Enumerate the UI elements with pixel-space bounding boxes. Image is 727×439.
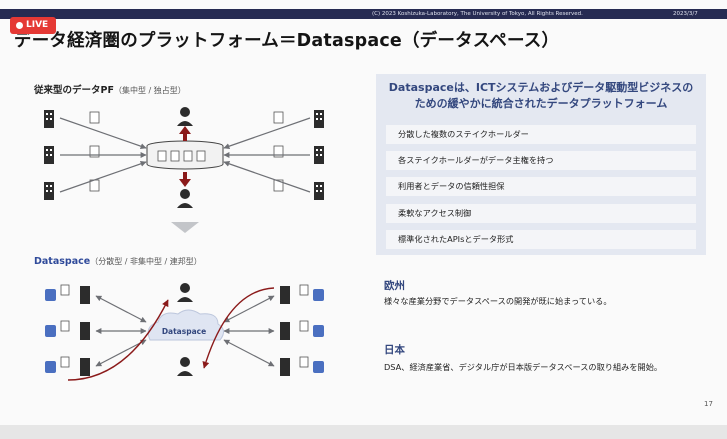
database-icon <box>45 289 56 301</box>
panel-item: 分散した複数のステイクホールダー <box>386 125 696 144</box>
panel-title-line-2: ための緩やかに統合されたデータプラットフォーム <box>414 97 668 110</box>
building-icon <box>280 322 290 340</box>
dataspace-diagram: Dataspace <box>45 283 324 381</box>
person-icon <box>177 107 193 126</box>
document-icon <box>299 284 309 296</box>
dataspace-cloud-label: Dataspace <box>162 327 206 336</box>
database-icon <box>313 289 324 301</box>
dataspace-definition-panel: Dataspaceは、ICTシステムおよびデータ駆動型ビジネスの ための緩やかに… <box>376 74 706 255</box>
document-icon <box>273 111 284 124</box>
traditional-pf-label-main: 従来型のデータPF <box>34 85 114 96</box>
live-label: LIVE <box>26 20 49 30</box>
document-icon <box>273 145 284 158</box>
database-icon <box>45 361 56 373</box>
panel-title-line-1: Dataspaceは、ICTシステムおよびデータ駆動型ビジネスの <box>388 81 694 94</box>
panel-title: Dataspaceは、ICTシステムおよびデータ駆動型ビジネスの ための緩やかに… <box>376 80 706 112</box>
document-icon <box>60 356 70 368</box>
slide-header-bar: (C) 2023 Koshizuka-Laboratory, The Unive… <box>0 9 727 19</box>
slide-date: 2023/3/7 <box>673 11 698 17</box>
document-icon <box>60 320 70 332</box>
document-icon <box>60 284 70 296</box>
panel-item: 標準化されたAPIsとデータ形式 <box>386 230 696 249</box>
centralized-platform-diagram <box>44 107 324 208</box>
traditional-pf-label-sub: （集中型 / 独占型） <box>113 86 186 95</box>
slide-title: データ経済圏のプラットフォーム＝Dataspace（データスペース） <box>14 31 560 51</box>
database-icon <box>313 361 324 373</box>
building-icon <box>44 146 54 164</box>
dataspace-label: Dataspace（分散型 / 非集中型 / 連邦型） <box>34 256 202 267</box>
person-icon <box>177 189 193 208</box>
dataspace-label-main: Dataspace <box>34 256 91 267</box>
copyright-text: (C) 2023 Koshizuka-Laboratory, The Unive… <box>372 11 583 17</box>
document-icon <box>299 356 309 368</box>
live-badge[interactable]: LIVE <box>10 17 56 34</box>
page-number: 17 <box>704 400 713 408</box>
panel-item: 柔軟なアクセス制御 <box>386 204 696 223</box>
building-icon <box>314 146 324 164</box>
building-icon <box>314 182 324 200</box>
document-icon <box>273 179 284 192</box>
europe-text: 様々な産業分野でデータスペースの開発が既に始まっている。 <box>384 296 612 306</box>
building-icon <box>280 358 290 376</box>
building-icon <box>314 110 324 128</box>
database-icon <box>45 325 56 337</box>
central-database-icon <box>146 140 224 170</box>
traditional-pf-label: 従来型のデータPF（集中型 / 独占型） <box>34 82 186 96</box>
japan-heading: 日本 <box>384 344 405 356</box>
building-icon <box>44 110 54 128</box>
document-icon <box>89 145 100 158</box>
japan-text: DSA、経済産業省、デジタル庁が日本版データスペースの取り組みを開始。 <box>384 362 663 372</box>
building-icon <box>80 286 90 304</box>
panel-item: 各ステイクホールダーがデータ主権を持つ <box>386 151 696 170</box>
building-icon <box>80 322 90 340</box>
document-icon <box>89 111 100 124</box>
live-dot-icon <box>16 22 23 29</box>
document-icon <box>299 320 309 332</box>
person-icon <box>177 357 193 376</box>
panel-item: 利用者とデータの信頼性担保 <box>386 177 696 196</box>
slide: (C) 2023 Koshizuka-Laboratory, The Unive… <box>0 0 727 425</box>
europe-heading: 欧州 <box>384 280 405 292</box>
database-icon <box>313 325 324 337</box>
building-icon <box>80 358 90 376</box>
transition-arrow-icon <box>171 222 199 233</box>
building-icon <box>44 182 54 200</box>
dataspace-label-sub: （分散型 / 非集中型 / 連邦型） <box>90 257 202 266</box>
building-icon <box>280 286 290 304</box>
person-icon <box>177 283 193 302</box>
